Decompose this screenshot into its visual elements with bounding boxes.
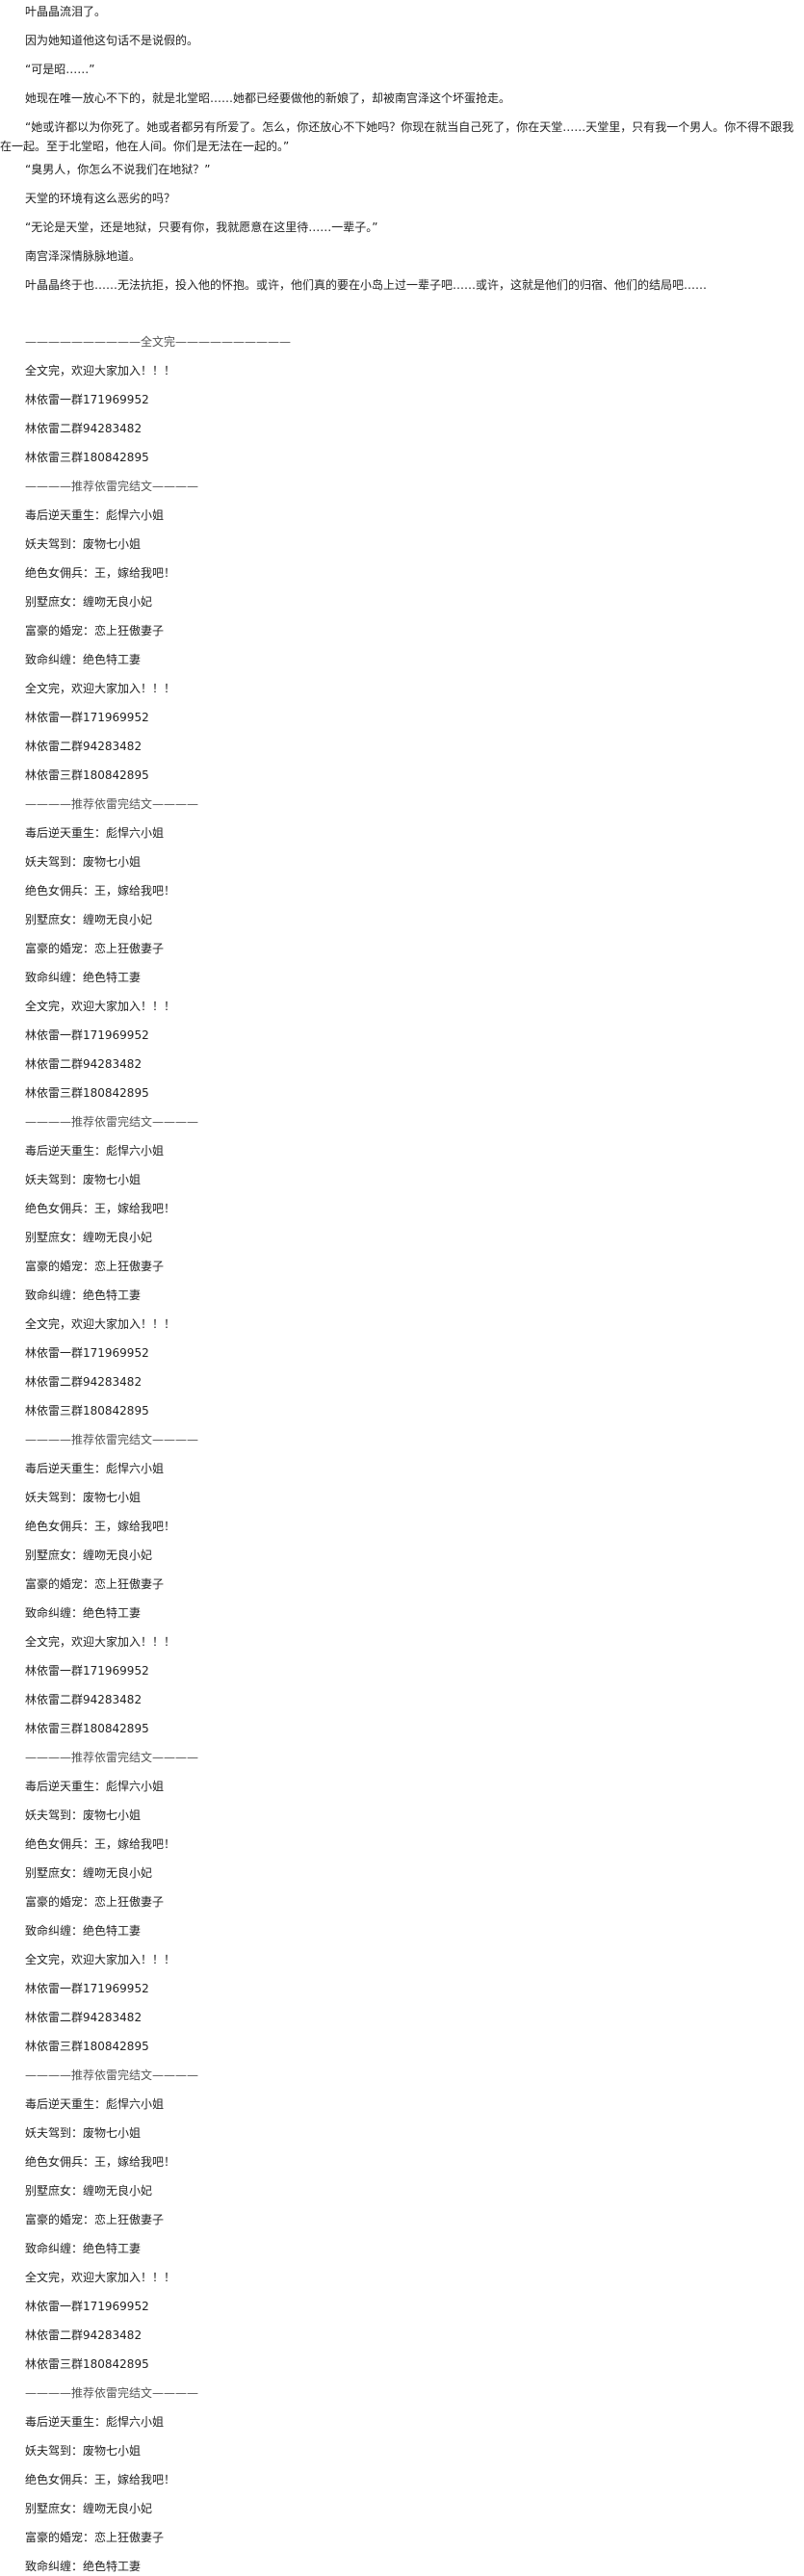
book-title: 毒后逆天重生：彪悍六小姐 [25, 2097, 165, 2111]
story-paragraph: “她或许都以为你死了。她或者都另有所爱了。怎么，你还放心不下她吗？你现在就当自己… [0, 117, 800, 156]
book-title: 别墅庶女：缠吻无良小妃 [25, 913, 153, 926]
group-line: 林依雷二群94283482 [25, 740, 143, 753]
story-paragraph-text: 叶晶晶终于也……无法抗拒，投入他的怀抱。或许，他们真的要在小岛上过一辈子吧……或… [25, 278, 708, 292]
book-title: 妖夫驾到：废物七小姐 [25, 855, 142, 869]
story-paragraph: 她现在唯一放心不下的，就是北堂昭……她都已经要做他的新娘了，却被南宫泽这个坏蛋抢… [25, 91, 511, 105]
story-paragraph: 叶晶晶终于也……无法抗拒，投入他的怀抱。或许，他们真的要在小岛上过一辈子吧……或… [0, 275, 800, 295]
book-title: 富豪的婚宠：恋上狂傲妻子 [25, 942, 165, 955]
book-title: 致命纠缠：绝色特工妻 [25, 1288, 142, 1302]
book-title: 致命纠缠：绝色特工妻 [25, 1924, 142, 1938]
recommend-divider: ————推荐依雷完结文———— [25, 2069, 199, 2082]
book-title: 别墅庶女：缠吻无良小妃 [25, 595, 153, 609]
story-paragraph-text: “她或许都以为你死了。她或者都另有所爱了。怎么，你还放心不下她吗？你现在就当自己… [0, 120, 794, 153]
book-title: 毒后逆天重生：彪悍六小姐 [25, 508, 165, 522]
book-title: 别墅庶女：缠吻无良小妃 [25, 1231, 153, 1244]
book-title: 毒后逆天重生：彪悍六小姐 [25, 1780, 165, 1793]
story-paragraph: 天堂的环境有这么恶劣的吗？ [25, 192, 176, 205]
group-line: 林依雷三群180842895 [25, 768, 149, 782]
book-title: 绝色女佣兵：王，嫁给我吧！ [25, 2473, 176, 2486]
group-line: 林依雷一群171969952 [25, 2300, 149, 2313]
book-title: 富豪的婚宠：恋上狂傲妻子 [25, 1895, 165, 1909]
group-line: 林依雷二群94283482 [25, 2329, 143, 2342]
book-title: 富豪的婚宠：恋上狂傲妻子 [25, 624, 165, 637]
book-title: 妖夫驾到：废物七小姐 [25, 2126, 142, 2140]
book-title: 致命纠缠：绝色特工妻 [25, 1606, 142, 1620]
group-line: 林依雷一群171969952 [25, 711, 149, 724]
book-title: 致命纠缠：绝色特工妻 [25, 971, 142, 984]
book-title: 妖夫驾到：废物七小姐 [25, 537, 142, 551]
book-title: 致命纠缠：绝色特工妻 [25, 2242, 142, 2255]
group-line: 林依雷三群180842895 [25, 451, 149, 464]
welcome-line: 全文完，欢迎大家加入！！！ [25, 682, 176, 695]
group-line: 林依雷三群180842895 [25, 1722, 149, 1735]
story-paragraph: “无论是天堂，还是地狱，只要有你，我就愿意在这里待……一辈子。” [25, 221, 378, 234]
recommend-divider: ————推荐依雷完结文———— [25, 1115, 199, 1129]
group-line: 林依雷二群94283482 [25, 1375, 143, 1389]
book-title: 致命纠缠：绝色特工妻 [25, 653, 142, 666]
book-title: 富豪的婚宠：恋上狂傲妻子 [25, 2213, 165, 2226]
group-line: 林依雷三群180842895 [25, 1086, 149, 1100]
welcome-line: 全文完，欢迎大家加入！！！ [25, 1317, 176, 1331]
book-title: 妖夫驾到：废物七小姐 [25, 2444, 142, 2458]
group-line: 林依雷一群171969952 [25, 1028, 149, 1042]
book-title: 绝色女佣兵：王，嫁给我吧！ [25, 884, 176, 898]
welcome-line: 全文完，欢迎大家加入！！！ [25, 2271, 176, 2284]
book-title: 毒后逆天重生：彪悍六小姐 [25, 826, 165, 840]
recommend-divider: ————推荐依雷完结文———— [25, 1751, 199, 1764]
group-line: 林依雷一群171969952 [25, 1664, 149, 1678]
group-line: 林依雷二群94283482 [25, 1057, 143, 1071]
recommend-divider: ————推荐依雷完结文———— [25, 797, 199, 811]
story-paragraph: 南宫泽深情脉脉地道。 [25, 249, 142, 263]
group-line: 林依雷一群171969952 [25, 1982, 149, 1995]
story-paragraph: “可是昭……” [25, 63, 95, 76]
group-line: 林依雷二群94283482 [25, 422, 143, 435]
recommend-divider: ————推荐依雷完结文———— [25, 480, 199, 493]
group-line: 林依雷三群180842895 [25, 2357, 149, 2371]
book-title: 绝色女佣兵：王，嫁给我吧！ [25, 1520, 176, 1533]
book-title: 毒后逆天重生：彪悍六小姐 [25, 1462, 165, 1475]
group-line: 林依雷三群180842895 [25, 1404, 149, 1418]
welcome-line: 全文完，欢迎大家加入！！！ [25, 1000, 176, 1013]
book-title: 别墅庶女：缠吻无良小妃 [25, 2502, 153, 2515]
group-line: 林依雷三群180842895 [25, 2040, 149, 2053]
story-paragraph: 因为她知道他这句话不是说假的。 [25, 34, 199, 47]
group-line: 林依雷二群94283482 [25, 2011, 143, 2024]
group-line: 林依雷一群171969952 [25, 1346, 149, 1360]
welcome-line: 全文完，欢迎大家加入！！！ [25, 1953, 176, 1966]
end-divider: ——————————全文完—————————— [25, 335, 292, 349]
book-title: 妖夫驾到：废物七小姐 [25, 1173, 142, 1186]
recommend-divider: ————推荐依雷完结文———— [25, 1433, 199, 1446]
story-paragraph: 叶晶晶流泪了。 [25, 5, 107, 18]
group-line: 林依雷一群171969952 [25, 393, 149, 406]
book-title: 毒后逆天重生：彪悍六小姐 [25, 2415, 165, 2429]
book-title: 致命纠缠：绝色特工妻 [25, 2560, 142, 2573]
story-paragraph: “臭男人，你怎么不说我们在地狱？” [25, 163, 211, 176]
welcome-line: 全文完，欢迎大家加入！！！ [25, 1635, 176, 1649]
book-title: 富豪的婚宠：恋上狂傲妻子 [25, 1260, 165, 1273]
group-line: 林依雷二群94283482 [25, 1693, 143, 1706]
book-title: 绝色女佣兵：王，嫁给我吧！ [25, 566, 176, 580]
book-title: 富豪的婚宠：恋上狂傲妻子 [25, 2531, 165, 2544]
book-title: 别墅庶女：缠吻无良小妃 [25, 1548, 153, 1562]
book-title: 别墅庶女：缠吻无良小妃 [25, 1866, 153, 1880]
book-title: 绝色女佣兵：王，嫁给我吧！ [25, 1202, 176, 1215]
book-title: 富豪的婚宠：恋上狂傲妻子 [25, 1577, 165, 1591]
book-title: 妖夫驾到：废物七小姐 [25, 1491, 142, 1504]
book-title: 绝色女佣兵：王，嫁给我吧！ [25, 1837, 176, 1851]
welcome-line: 全文完，欢迎大家加入！！！ [25, 364, 176, 377]
recommend-divider: ————推荐依雷完结文———— [25, 2386, 199, 2400]
book-title: 毒后逆天重生：彪悍六小姐 [25, 1144, 165, 1158]
book-title: 妖夫驾到：废物七小姐 [25, 1808, 142, 1822]
book-title: 绝色女佣兵：王，嫁给我吧！ [25, 2155, 176, 2169]
book-title: 别墅庶女：缠吻无良小妃 [25, 2184, 153, 2198]
